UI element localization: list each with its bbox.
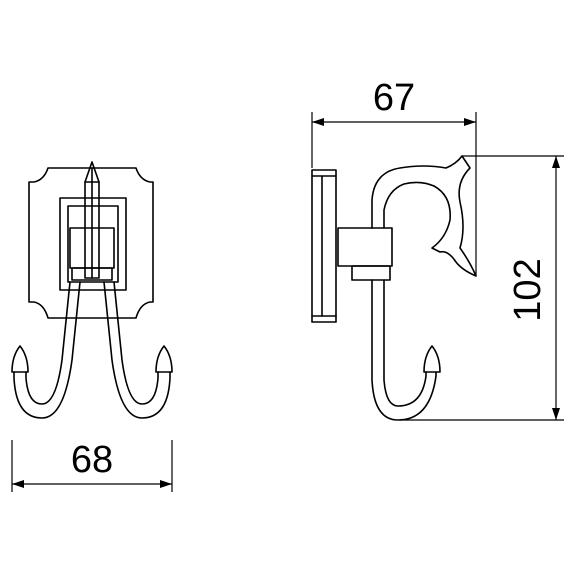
side-collar — [337, 227, 393, 267]
front-mount-inner — [67, 205, 119, 283]
side-knob — [423, 345, 441, 373]
dimension-width: 68 — [11, 439, 173, 492]
dimension-depth: 67 — [311, 77, 477, 276]
side-view — [311, 155, 477, 421]
dimension-height: 102 — [400, 155, 564, 421]
front-mount-outer — [59, 197, 127, 291]
side-wallplate — [311, 169, 337, 323]
front-hook-right — [103, 281, 171, 419]
side-collar-base — [351, 265, 391, 281]
dimension-width-label: 68 — [71, 439, 113, 481]
front-hook-left — [13, 281, 81, 419]
dimension-height-label: 102 — [507, 258, 549, 321]
side-hook — [371, 279, 437, 421]
front-backplate — [28, 167, 154, 319]
dimension-depth-label: 67 — [373, 77, 415, 119]
front-view — [11, 161, 173, 419]
front-knob-right — [155, 345, 173, 373]
side-scroll-arm — [371, 155, 477, 277]
front-knob-left — [11, 345, 29, 373]
